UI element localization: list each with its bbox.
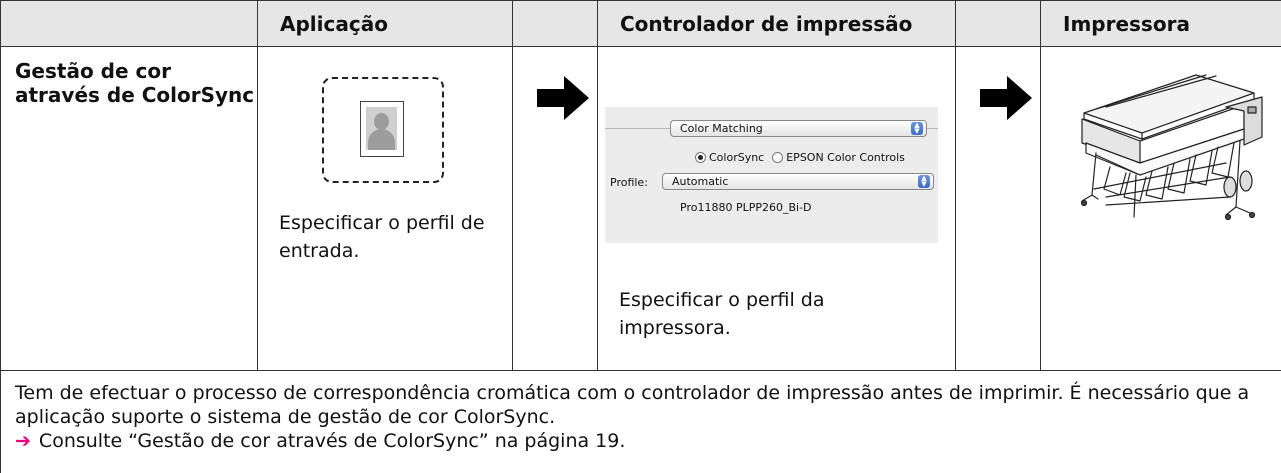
pink-right-arrow-icon: ➔ (15, 430, 31, 452)
color-matching-dialog: Color Matching ▲▼ ColorSync EPSON Color C… (605, 107, 938, 243)
profile-popup[interactable]: Automatic ▲▼ (662, 173, 934, 190)
right-arrow-icon (537, 76, 589, 120)
header-arrow-cell-1 (512, 0, 598, 47)
color-mode-radio-group: ColorSync EPSON Color Controls (695, 151, 905, 164)
header-printer: Impressora (1040, 0, 1281, 47)
input-profile-dashed-frame (322, 77, 444, 183)
color-matching-popup[interactable]: Color Matching ▲▼ (670, 120, 927, 137)
row-label: Gestão de cor através de ColorSync (0, 46, 258, 371)
note-text: Tem de efectuar o processo de correspond… (15, 382, 1250, 428)
application-caption: Especificar o perfil de entrada. (279, 212, 485, 262)
profile-label: Profile: (610, 176, 648, 189)
driver-caption: Especificar o perfil da impressora. (619, 289, 825, 339)
header-driver: Controlador de impressão (597, 0, 956, 47)
header-application: Aplicação (257, 0, 513, 47)
profile-name: Pro11880 PLPP260_Bi-D (680, 201, 812, 214)
driver-cell: Color Matching ▲▼ ColorSync EPSON Color C… (597, 46, 956, 371)
epson-color-controls-radio[interactable] (772, 152, 784, 163)
colorsync-row: Gestão de cor através de ColorSync Espec… (0, 46, 1281, 371)
profile-popup-label: Automatic (672, 175, 729, 188)
epson-color-controls-radio-label: EPSON Color Controls (786, 151, 905, 164)
colorsync-radio-label: ColorSync (709, 151, 765, 164)
header-empty-cell (0, 0, 258, 47)
note-cell: Tem de efectuar o processo de correspond… (0, 370, 1281, 473)
table-header-row: Aplicação Controlador de impressão Impre… (0, 0, 1281, 47)
flow-arrow-cell-1 (512, 46, 598, 371)
popup-stepper-icon: ▲▼ (911, 122, 923, 135)
note-reference-link[interactable]: Consulte “Gestão de cor através de Color… (38, 430, 626, 452)
large-format-printer-illustration (1080, 74, 1263, 221)
color-matching-popup-label: Color Matching (680, 122, 763, 135)
application-cell: Especificar o perfil de entrada. (257, 46, 513, 371)
note-row: Tem de efectuar o processo de correspond… (0, 370, 1281, 473)
flow-arrow-cell-2 (955, 46, 1041, 371)
portrait-photo-icon (360, 101, 404, 157)
header-arrow-cell-2 (955, 0, 1041, 47)
right-arrow-icon (980, 76, 1032, 120)
colorsync-radio[interactable] (695, 152, 706, 163)
printer-cell (1040, 46, 1281, 371)
popup-stepper-icon: ▲▼ (918, 175, 930, 188)
note-reference: ➔ Consulte “Gestão de cor através de Colo… (15, 429, 1281, 453)
